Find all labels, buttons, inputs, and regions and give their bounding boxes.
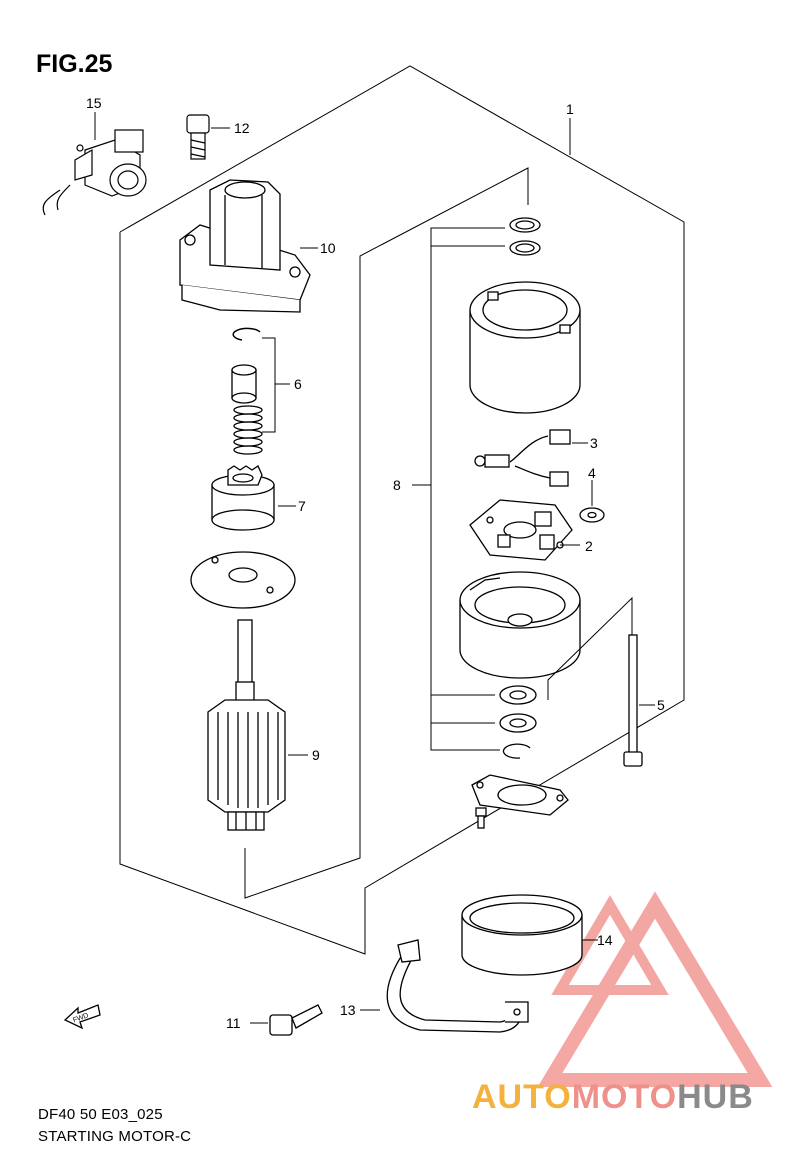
sleeve-icon — [231, 364, 257, 404]
model-code: DF40 50 E03_025 — [38, 1106, 163, 1123]
callout-13: 13 — [340, 1002, 356, 1018]
callout-11: 11 — [226, 1015, 241, 1031]
callout-2: 2 — [585, 538, 593, 554]
magnetic-switch-icon — [42, 129, 147, 216]
brush-holder-2-icon — [469, 499, 573, 561]
callout-10: 10 — [320, 240, 336, 256]
watermark-part-hub: HUB — [677, 1078, 754, 1116]
brush-set-3-icon — [474, 429, 571, 487]
spring-icon — [233, 405, 263, 455]
callout-7: 7 — [298, 498, 306, 514]
callout-9: 9 — [312, 747, 320, 763]
callout-12: 12 — [234, 120, 250, 136]
washers-icon — [499, 685, 537, 759]
bushing-4-icon — [579, 507, 605, 523]
bracket-plate-icon — [471, 774, 569, 829]
callout-14: 14 — [597, 932, 613, 948]
bolt-12-icon — [186, 114, 210, 160]
armature-9-icon — [207, 619, 286, 831]
callout-8: 8 — [393, 477, 401, 493]
watermark-logo-icon — [537, 891, 773, 1087]
bracket-8 — [412, 227, 505, 751]
callout-15: 15 — [86, 95, 102, 111]
callout-3: 3 — [590, 435, 598, 451]
through-bolt-5-icon — [623, 634, 643, 767]
plate-washer-icon — [190, 551, 296, 609]
circlip-icon — [232, 327, 261, 341]
end-housing-10-icon — [179, 179, 311, 313]
callout-6: 6 — [294, 376, 302, 392]
pinion-clutch-7-icon — [211, 465, 275, 531]
watermark-text: AUTOMOTOHUB — [472, 1078, 754, 1117]
fwd-arrow-icon — [63, 1004, 101, 1030]
callout-5: 5 — [657, 697, 665, 713]
bolt-11-icon — [269, 1004, 323, 1036]
figure-subtitle: STARTING MOTOR-C — [38, 1128, 192, 1145]
callout-1: 1 — [566, 101, 574, 117]
watermark-part-auto: AUTO — [472, 1078, 572, 1116]
o-rings-icon — [509, 217, 541, 256]
callout-4: 4 — [588, 465, 596, 481]
yoke-icon — [469, 281, 581, 414]
strap-13-icon — [386, 939, 529, 1033]
end-frame-icon — [459, 571, 581, 679]
figure-title: FIG.25 — [36, 50, 113, 78]
watermark-part-moto: MOTO — [571, 1078, 678, 1116]
bracket-6 — [262, 337, 290, 433]
cushion-14-icon — [461, 894, 583, 976]
